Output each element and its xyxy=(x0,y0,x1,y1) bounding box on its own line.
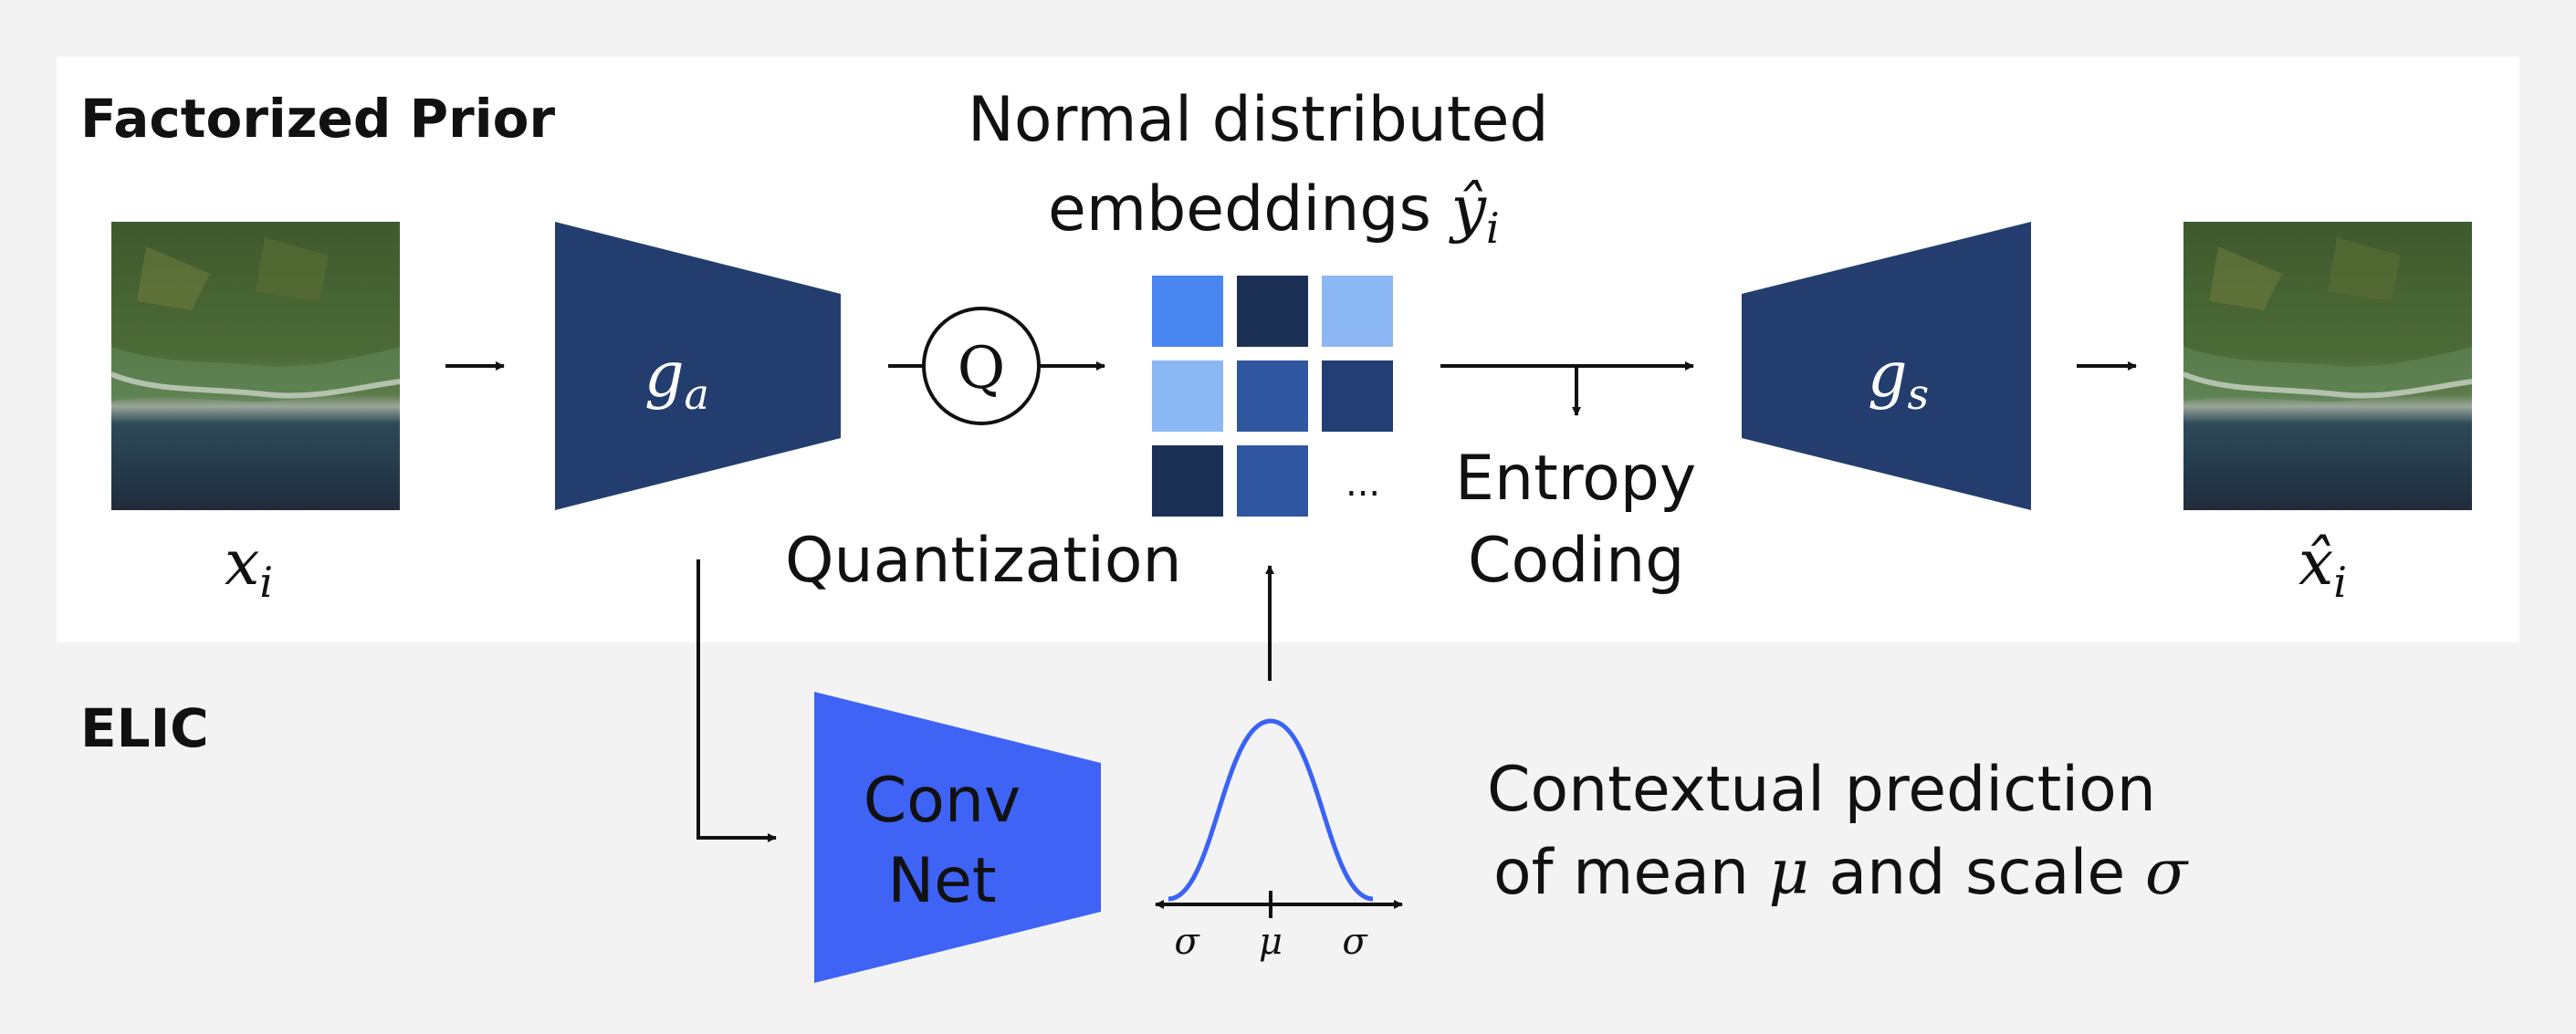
embeddings-title-line2: embeddings ŷi xyxy=(1048,173,1500,253)
gaussian-distribution: σ μ σ xyxy=(1155,718,1403,963)
gaussian-tick-left: σ xyxy=(1174,921,1200,963)
embeddings-ellipsis: ... xyxy=(1346,463,1380,505)
gaussian-tick-center: μ xyxy=(1259,921,1283,963)
decoder-label: gs xyxy=(1868,339,1929,419)
entropy-coding-line2: Coding xyxy=(1468,525,1684,597)
factorized-prior-title: Factorized Prior xyxy=(80,88,555,150)
encoder-label: ga xyxy=(644,339,709,419)
arrow-encoder-to-convnet xyxy=(696,559,777,842)
convnet-label-line1: Conv xyxy=(864,765,1021,837)
contextual-prediction-line2: of mean μ and scale σ xyxy=(1493,837,2189,909)
convnet-label-line2: Net xyxy=(887,845,996,917)
contextual-prediction-line1: Contextual prediction xyxy=(1487,754,2156,826)
embedding-cell xyxy=(1237,445,1308,517)
input-image xyxy=(110,222,401,510)
embedding-cell xyxy=(1152,360,1223,432)
output-variable: x̂i xyxy=(2299,527,2347,607)
embedding-cell xyxy=(1237,276,1308,347)
decoder-block xyxy=(1742,222,2031,510)
embedding-grid xyxy=(1152,276,1393,517)
gaussian-curve xyxy=(1168,718,1374,902)
quantizer-symbol: Q xyxy=(958,335,1005,402)
input-variable: xi xyxy=(225,527,273,607)
embedding-cell xyxy=(1322,360,1393,432)
encoder-block xyxy=(555,222,841,510)
embedding-cell xyxy=(1322,276,1393,347)
quantization-label: Quantization xyxy=(785,525,1182,597)
entropy-coding-line1: Entropy xyxy=(1455,443,1696,515)
embeddings-title-line1: Normal distributed xyxy=(968,84,1549,156)
factorized-prior-panel xyxy=(57,57,2519,642)
embedding-cell xyxy=(1152,445,1223,517)
embedding-cell xyxy=(1152,276,1223,347)
output-image xyxy=(2182,222,2473,510)
convnet-block xyxy=(814,692,1101,983)
gaussian-tick-right: σ xyxy=(1342,921,1368,963)
elic-title: ELIC xyxy=(80,697,209,759)
embedding-cell xyxy=(1237,360,1308,432)
